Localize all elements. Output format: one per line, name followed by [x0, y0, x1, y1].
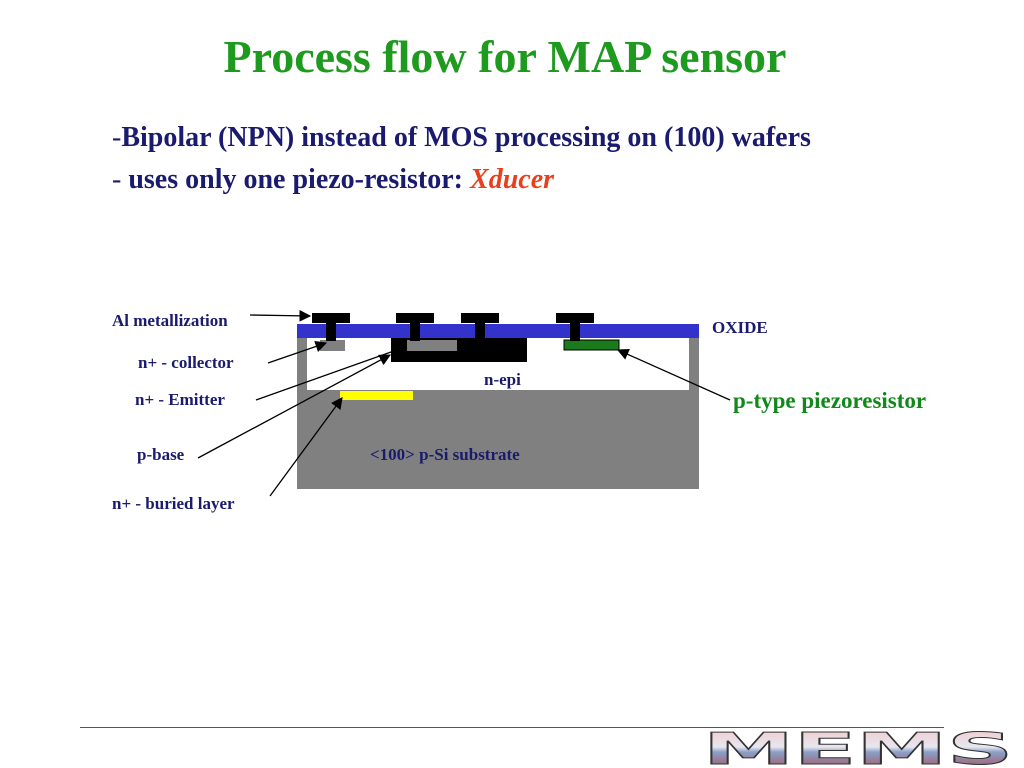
- epi-right-wall: [689, 338, 699, 390]
- bullet-2-dash: -: [112, 164, 129, 195]
- n-buried-layer: [340, 391, 413, 400]
- svg-text:MEMS: MEMS: [703, 731, 1013, 768]
- oxide-layer: [297, 324, 699, 338]
- p-type-piezoresistor-region: [563, 339, 620, 351]
- label-p-base: p-base: [137, 445, 185, 464]
- label-n-buried-layer: n+ - buried layer: [112, 494, 235, 513]
- label-n-collector: n+ - collector: [138, 353, 234, 372]
- arrow-al-metallization: [249, 309, 312, 322]
- label-p-type-piezoresistor: p-type piezoresistor: [733, 388, 927, 413]
- bullet-1: -Bipolar (NPN) instead of MOS processing…: [112, 122, 811, 154]
- arrow-piezoresistor: [616, 348, 731, 401]
- footer-divider: [80, 727, 944, 728]
- bullet-1-dash: -: [112, 122, 122, 153]
- label-n-epi: n-epi: [484, 370, 521, 389]
- leader-lines: [197, 309, 731, 497]
- bullet-2-text: uses only one piezo-resistor:: [128, 164, 471, 195]
- arrow-p-base: [197, 354, 392, 459]
- mems-logo: MEMS: [703, 731, 1014, 768]
- bullet-2-highlight: Xducer: [470, 164, 555, 195]
- label-al-metallization: Al metallization: [112, 311, 228, 330]
- label-substrate: <100> p-Si substrate: [370, 445, 520, 464]
- epi-left-wall: [297, 338, 307, 390]
- bullet-2: - uses only one piezo-resistor: Xducer: [112, 164, 554, 196]
- label-n-emitter: n+ - Emitter: [135, 390, 225, 409]
- arrow-n-buried-layer: [269, 397, 343, 497]
- arrow-n-collector: [267, 340, 328, 364]
- p-si-substrate: [297, 390, 699, 489]
- al-metal-contacts: [312, 313, 594, 341]
- n-emitter-region: [407, 340, 457, 351]
- label-oxide: OXIDE: [712, 318, 768, 337]
- page-title: Process flow for MAP sensor: [223, 31, 787, 82]
- bullet-1-text: Bipolar (NPN) instead of MOS processing …: [121, 122, 811, 153]
- n-collector-region: [320, 340, 345, 351]
